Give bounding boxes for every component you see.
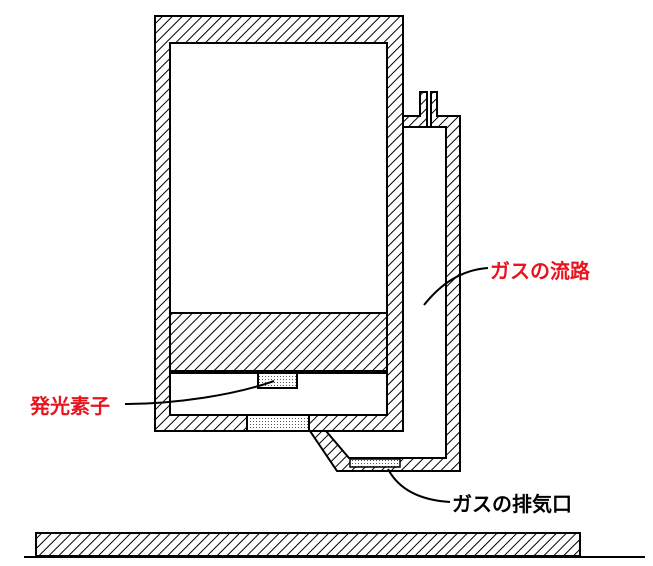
- chamber-bottom-vent: [246, 414, 310, 432]
- leader-light-emitter: [124, 380, 275, 405]
- leader-gas-channel: [423, 267, 489, 306]
- housing-wall: [154, 15, 404, 432]
- label-light-emitter: 発光素子: [29, 394, 110, 418]
- base-plate: [35, 532, 581, 557]
- label-gas-exhaust: ガスの排気口: [452, 492, 572, 516]
- label-gas-channel: ガスの流路: [490, 259, 591, 283]
- light-emitting-element: [257, 372, 298, 389]
- gas-exhaust-port: [349, 458, 401, 468]
- emitter-holder-block: [169, 312, 388, 372]
- gas-channel-wall: [308, 91, 461, 472]
- leader-gas-exhaust: [387, 468, 451, 503]
